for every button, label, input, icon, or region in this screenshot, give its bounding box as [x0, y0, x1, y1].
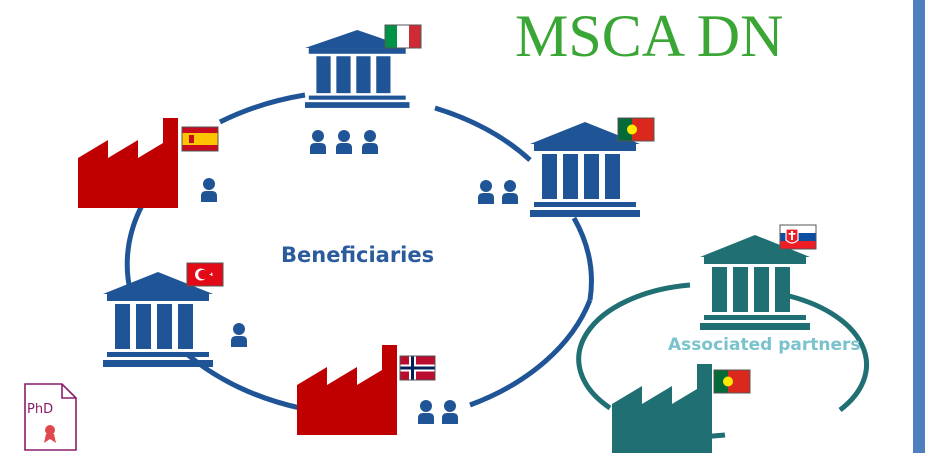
flag-slovakia-icon: [779, 224, 817, 250]
industry-portugal: [612, 364, 712, 454]
phd-label: PhD: [27, 402, 54, 417]
industry-norway: [297, 345, 397, 435]
flag-portugal-icon: [617, 117, 655, 142]
beneficiaries-label: Beneficiaries: [281, 243, 435, 267]
people-portugal: [478, 180, 518, 204]
diagram-title: MSCA DN: [515, 3, 784, 69]
phd-document-icon: [24, 383, 77, 451]
person-turkey: [231, 323, 247, 347]
flag-norway-icon: [399, 355, 436, 381]
flag-turkey-icon: [186, 262, 224, 287]
associated-partners-label: Associated partners: [668, 335, 861, 355]
people-italy: [310, 130, 378, 154]
flag-portugal-icon: [713, 369, 751, 394]
people-norway: [418, 400, 458, 424]
side-accent-bar: [913, 0, 925, 453]
flag-spain-icon: [181, 126, 219, 152]
person-spain: [201, 178, 217, 202]
industry-spain: [78, 118, 178, 208]
phd-document: PhD: [24, 383, 80, 451]
beneficiary-ring: [124, 92, 594, 411]
flag-italy-icon: [384, 24, 422, 49]
